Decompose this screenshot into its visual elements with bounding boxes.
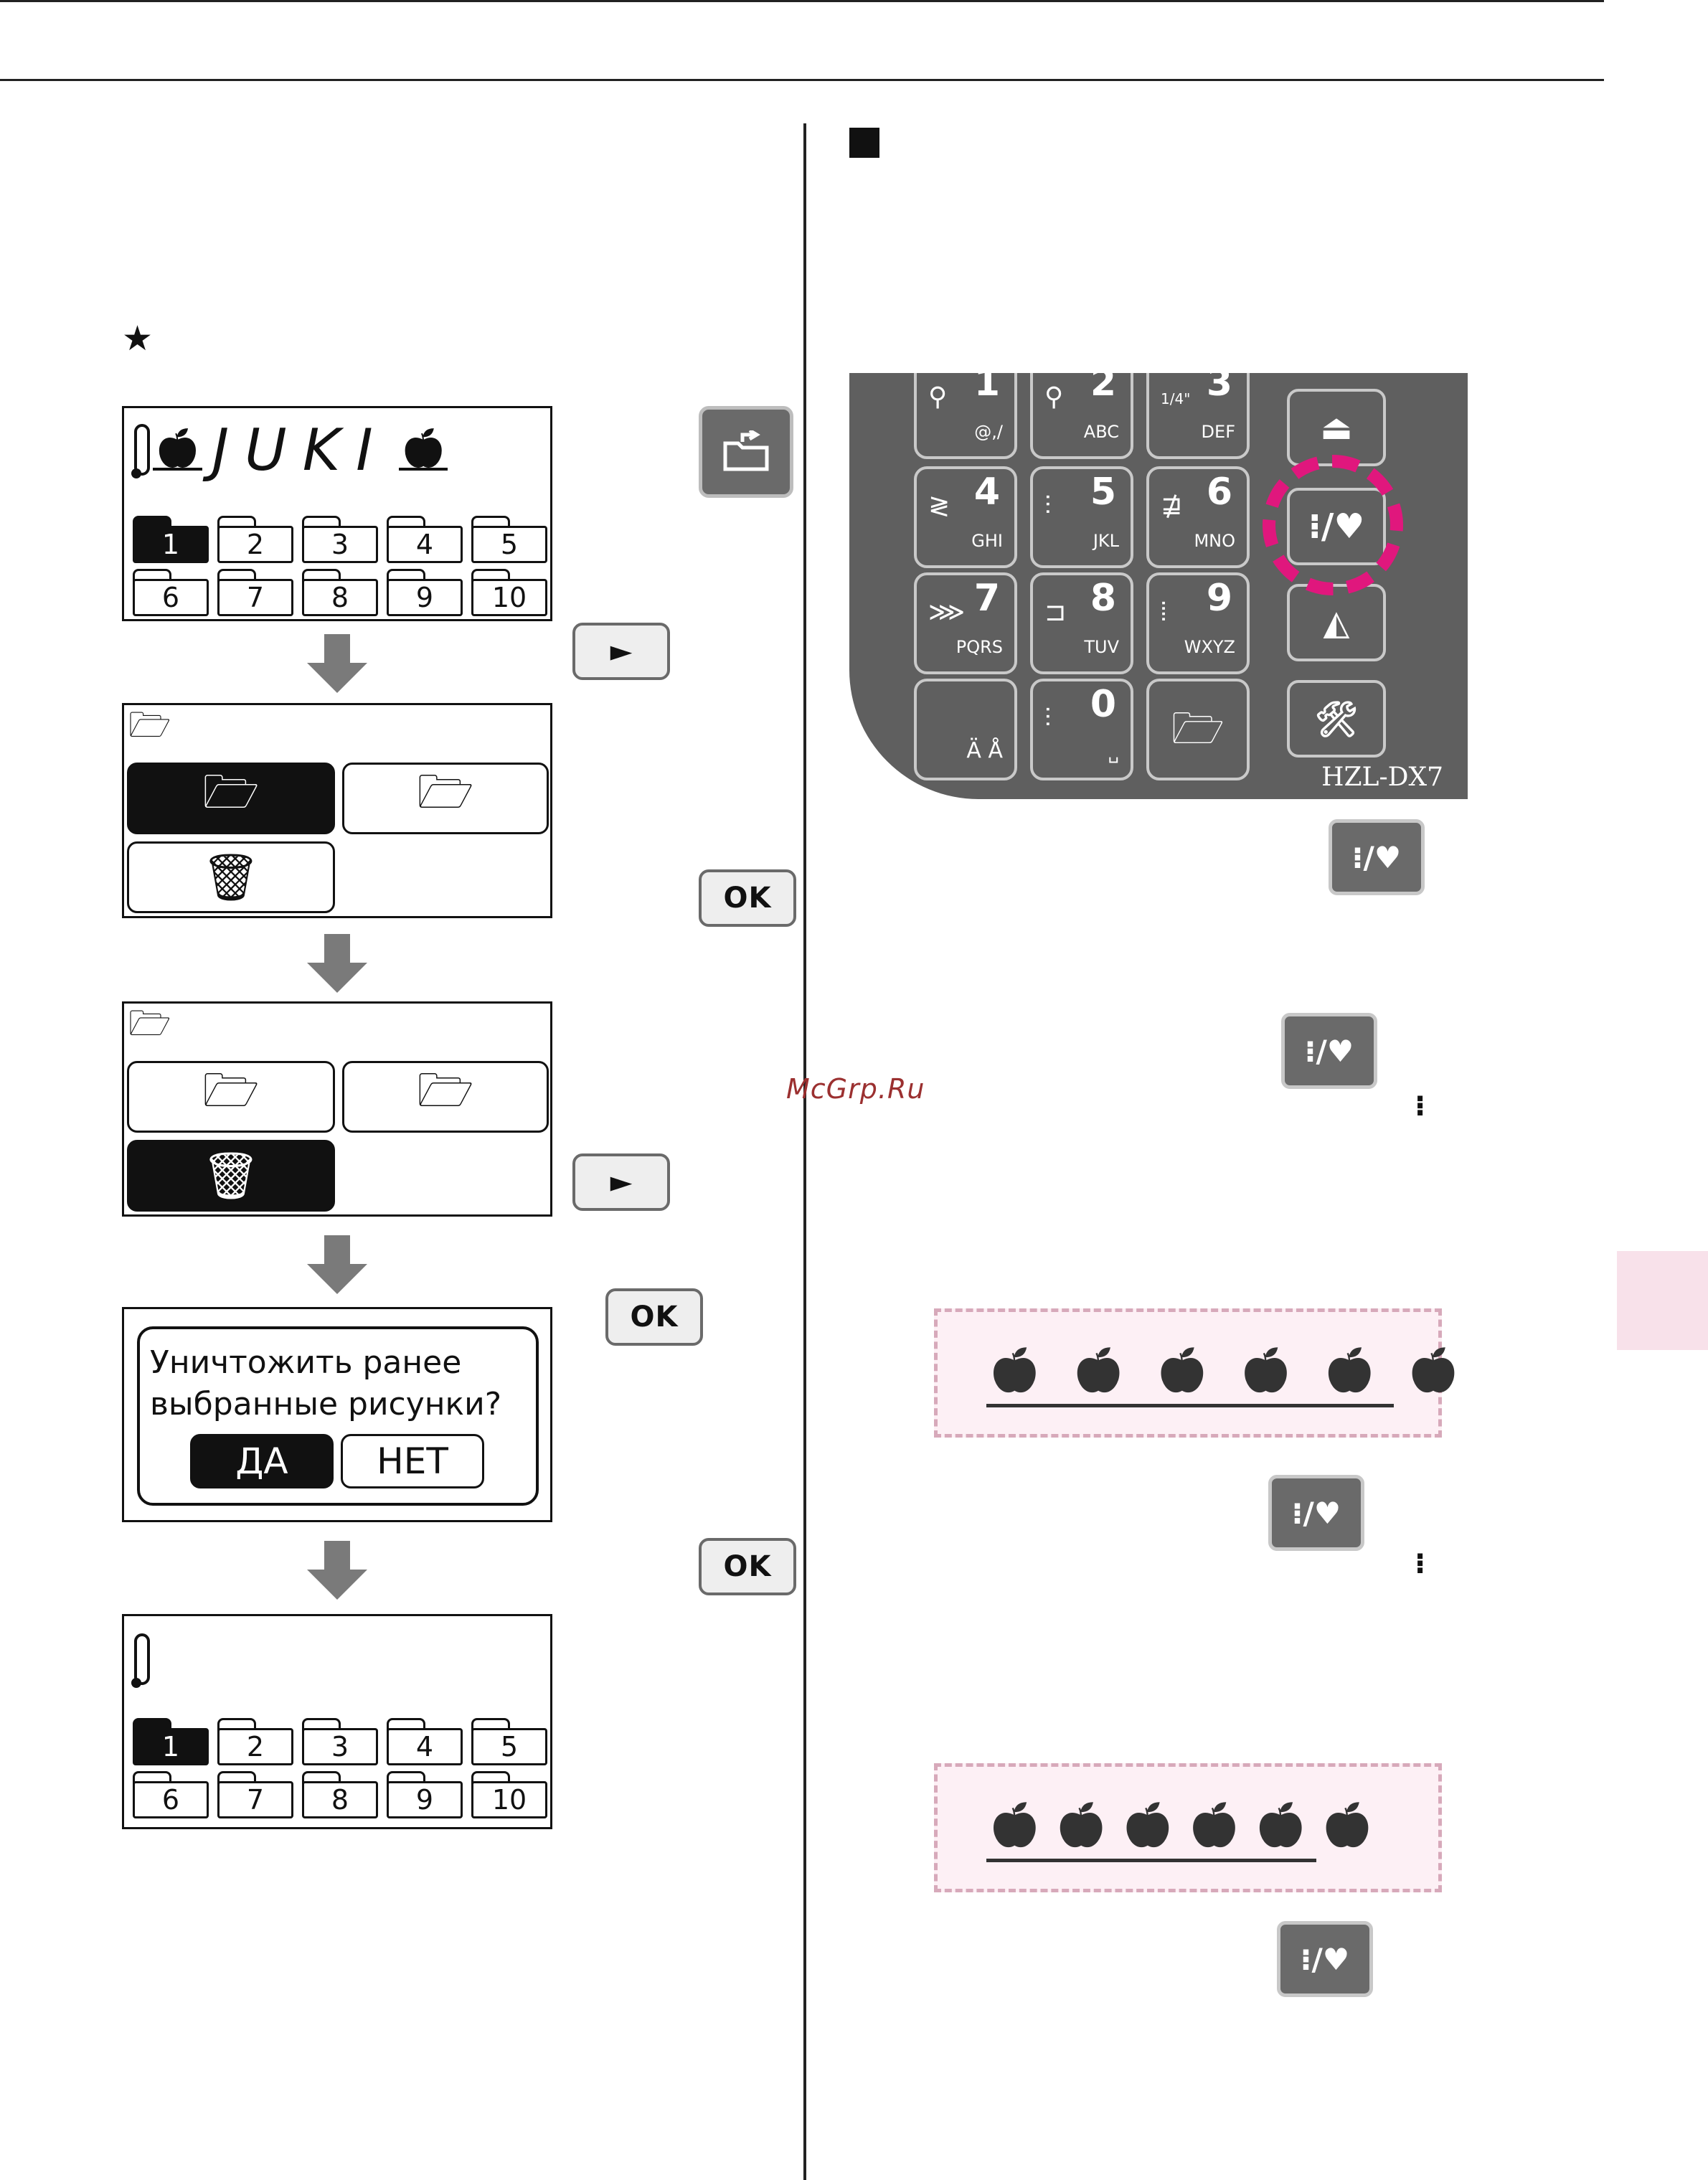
- key-memory[interactable]: 🗁: [1146, 679, 1250, 780]
- stitch-mark-icon: ⁝: [1415, 1090, 1426, 1123]
- key-0[interactable]: ⫶0␣: [1030, 679, 1133, 780]
- folder-7[interactable]: 7: [217, 569, 293, 616]
- folder-1[interactable]: 1: [133, 516, 209, 563]
- folder-4[interactable]: 4: [387, 516, 463, 563]
- folder-1[interactable]: 1: [133, 1718, 209, 1765]
- folder-2[interactable]: 2: [217, 516, 293, 563]
- load-option[interactable]: 🗁: [342, 1061, 549, 1133]
- side-tab: [1617, 1251, 1708, 1350]
- play-key[interactable]: ►: [572, 623, 670, 680]
- lcd-screen-memory: 🍎︎ JUKI 🍎︎ 1 2 3 4 5 6 7 8 9 10: [122, 406, 552, 621]
- folder-9[interactable]: 9: [387, 1771, 463, 1818]
- down-arrow: [307, 1541, 367, 1600]
- baseline: [986, 1859, 1316, 1862]
- sample-tight-apples: 🍎︎🍎︎🍎︎🍎︎🍎︎🍎︎: [934, 1763, 1442, 1892]
- pattern-key[interactable]: ⁝/♥: [1281, 1013, 1377, 1089]
- folder-grid: 1 2 3 4 5 6 7 8 9 10: [133, 1718, 547, 1818]
- pattern-key[interactable]: ⁝/♥: [1277, 1921, 1373, 1997]
- bobbin-icon: [131, 424, 150, 478]
- column-divider: [803, 123, 806, 2180]
- apple-row: 🍎︎🍎︎🍎︎🍎︎🍎︎🍎︎: [986, 1344, 1462, 1396]
- settings-key[interactable]: 🛠: [1287, 680, 1386, 758]
- folder-3[interactable]: 3: [302, 1718, 378, 1765]
- juki-text: JUKI: [212, 416, 389, 483]
- down-arrow: [307, 934, 367, 993]
- folder-header-icon: 🗁: [128, 705, 171, 745]
- save-option[interactable]: 🗁: [127, 1061, 335, 1133]
- folder-2[interactable]: 2: [217, 1718, 293, 1765]
- star-icon: ★: [122, 318, 154, 359]
- delete-option[interactable]: 🗑: [127, 1140, 335, 1212]
- confirm-dialog: Уничтожить ранее выбранные рисунки? ДА Н…: [137, 1326, 539, 1506]
- folder-key[interactable]: [699, 406, 793, 498]
- lcd-screen-confirm: Уничтожить ранее выбранные рисунки? ДА Н…: [122, 1307, 552, 1522]
- folder-6[interactable]: 6: [133, 569, 209, 616]
- play-key[interactable]: ►: [572, 1153, 670, 1211]
- folder-10[interactable]: 10: [471, 569, 547, 616]
- folder-4[interactable]: 4: [387, 1718, 463, 1765]
- load-option[interactable]: 🗁: [342, 763, 549, 834]
- key-1[interactable]: ⚲1@,/: [914, 373, 1017, 459]
- section-square-icon: [849, 128, 879, 158]
- no-button[interactable]: НЕТ: [341, 1434, 484, 1488]
- folder-9[interactable]: 9: [387, 569, 463, 616]
- dialog-question: Уничтожить ранее выбранные рисунки?: [150, 1344, 502, 1422]
- presser-foot-key[interactable]: ⏏: [1287, 389, 1386, 466]
- apple-icon: 🍎︎: [153, 425, 202, 471]
- ok-key[interactable]: OK: [605, 1288, 703, 1346]
- key-umlaut[interactable]: Ä Å: [914, 679, 1017, 780]
- lcd-screen-cleared: 1 2 3 4 5 6 7 8 9 10: [122, 1614, 552, 1829]
- lcd-screen-menu-save: 🗁 🗁 🗁 🗑: [122, 703, 552, 918]
- down-arrow: [307, 1235, 367, 1294]
- down-arrow: [307, 634, 367, 693]
- model-label: HZL-DX7: [1321, 763, 1443, 792]
- folder-5[interactable]: 5: [471, 1718, 547, 1765]
- stitch-mark-icon: ⁝: [1415, 1547, 1426, 1580]
- top-rule: [0, 0, 1604, 2]
- folder-5[interactable]: 5: [471, 516, 547, 563]
- pattern-key[interactable]: ⁝/♥: [1268, 1475, 1364, 1551]
- pattern-key[interactable]: ⁝/♥: [1329, 819, 1425, 895]
- pattern-line: 🍎︎ JUKI 🍎︎: [131, 417, 450, 483]
- ok-key[interactable]: OK: [699, 1538, 796, 1595]
- folder-3[interactable]: 3: [302, 516, 378, 563]
- yes-button[interactable]: ДА: [190, 1434, 334, 1488]
- folder-8[interactable]: 8: [302, 1771, 378, 1818]
- delete-option[interactable]: 🗑: [127, 841, 335, 913]
- folder-grid: 1 2 3 4 5 6 7 8 9 10: [133, 516, 547, 616]
- folder-8[interactable]: 8: [302, 569, 378, 616]
- folder-10[interactable]: 10: [471, 1771, 547, 1818]
- folder-open-icon: [723, 430, 769, 471]
- save-option[interactable]: 🗁: [127, 763, 335, 834]
- folder-7[interactable]: 7: [217, 1771, 293, 1818]
- lcd-screen-menu-delete: 🗁 🗁 🗁 🗑: [122, 1001, 552, 1217]
- highlight-ring: [1263, 455, 1403, 595]
- folder-6[interactable]: 6: [133, 1771, 209, 1818]
- apple-icon: 🍎︎: [398, 425, 448, 471]
- watermark: McGrp.Ru: [786, 1073, 925, 1105]
- baseline: [986, 1404, 1394, 1407]
- bobbin-icon: [131, 1633, 150, 1688]
- apple-row: 🍎︎🍎︎🍎︎🍎︎🍎︎🍎︎: [986, 1798, 1376, 1851]
- folder-header-icon: 🗁: [128, 1004, 171, 1044]
- sample-spaced-apples: 🍎︎🍎︎🍎︎🍎︎🍎︎🍎︎: [934, 1308, 1461, 1438]
- ok-key[interactable]: OK: [699, 869, 796, 927]
- mirror-key[interactable]: ◭: [1287, 584, 1386, 661]
- header-rule: [0, 79, 1604, 81]
